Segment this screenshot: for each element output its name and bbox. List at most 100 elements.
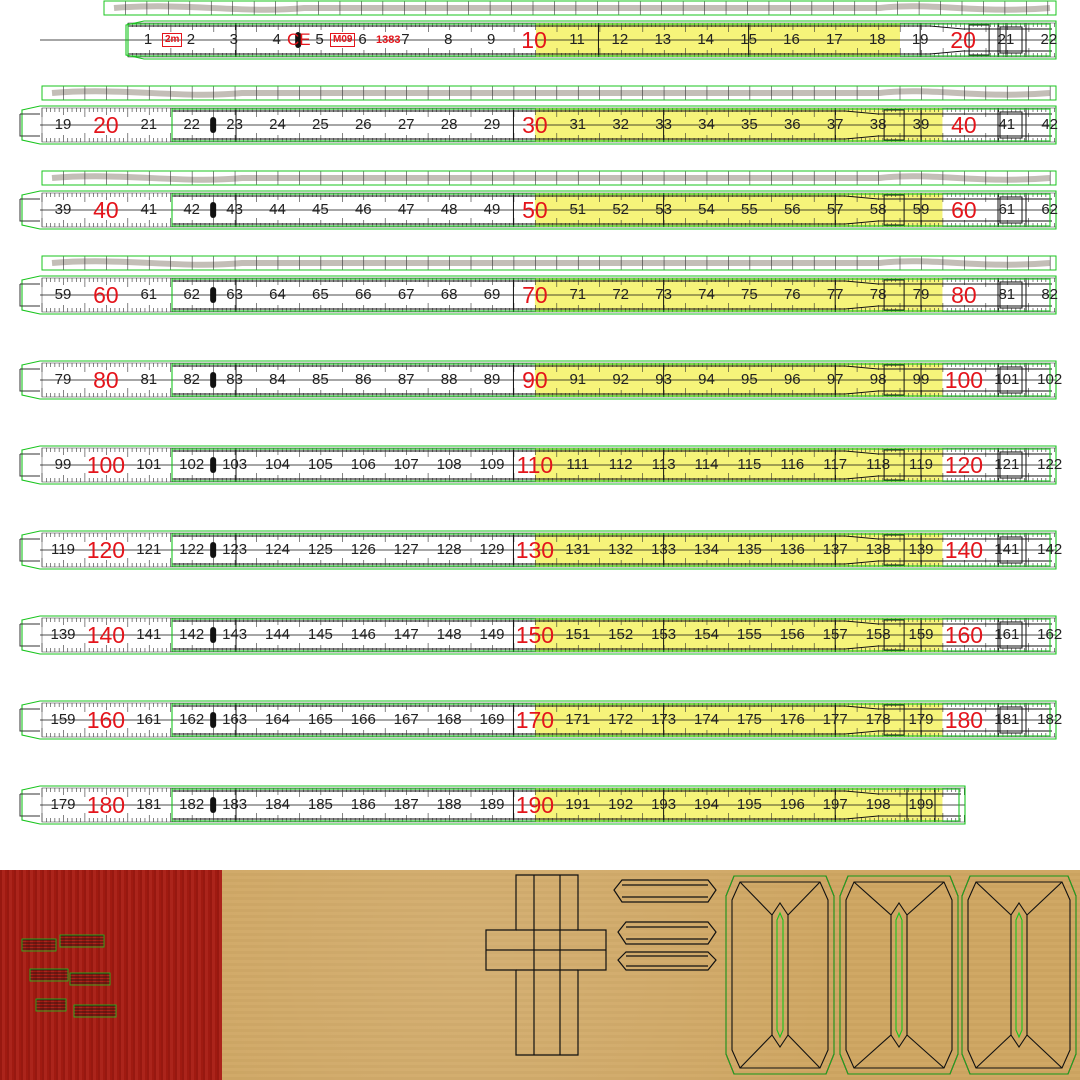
wireframe-lines — [40, 618, 1056, 652]
hinge-strip — [0, 85, 1080, 101]
ruler-number: 31 — [569, 116, 587, 133]
ruler-number: 59 — [912, 201, 930, 218]
ruler-number: 79 — [912, 286, 930, 303]
ruler-number: 138 — [865, 541, 891, 558]
ruler-number: 83 — [226, 371, 243, 388]
uv-outline — [21, 615, 1057, 655]
ruler-number: 183 — [222, 796, 248, 813]
ruler-number: 190 — [515, 792, 555, 818]
ruler-number: 49 — [483, 201, 501, 218]
uv-outline — [21, 700, 1057, 740]
ruler-number: 95 — [741, 371, 758, 388]
ruler-number: 81 — [998, 286, 1016, 303]
ruler-number: 22 — [1040, 31, 1058, 48]
ruler-number: 39 — [912, 116, 930, 133]
ruler-number: 17 — [826, 31, 843, 48]
ruler-number: 99 — [912, 371, 930, 388]
ruler-strip — [19, 530, 1057, 570]
ruler-number: 137 — [822, 541, 848, 558]
ruler-number: 108 — [436, 456, 462, 473]
rivet-mark — [210, 797, 217, 813]
ruler-number: 146 — [350, 626, 376, 643]
marking-mid: M09 — [330, 33, 356, 47]
rivet-mark — [210, 627, 217, 643]
ruler-number: 106 — [350, 456, 376, 473]
ruler-number: 71 — [569, 286, 587, 303]
ruler-number: 51 — [569, 201, 587, 218]
ruler-number: 176 — [779, 711, 805, 728]
ruler-number: 143 — [222, 626, 248, 643]
ruler-number: 184 — [264, 796, 291, 813]
ruler-number: 66 — [354, 286, 372, 303]
ruler-number: 46 — [354, 201, 372, 218]
ruler-strip — [19, 615, 1057, 655]
ruler-number: 110 — [516, 452, 554, 478]
ruler-number: 116 — [780, 456, 805, 473]
ruler-number: 160 — [944, 622, 984, 648]
ruler-number: 120 — [944, 452, 984, 478]
ruler-number: 15 — [740, 31, 757, 48]
ruler-number: 82 — [1041, 286, 1059, 303]
ruler-number: 182 — [179, 796, 205, 813]
ruler-number: 141 — [136, 626, 162, 643]
ruler-number: 122 — [1037, 456, 1063, 473]
ruler-number: 101 — [994, 371, 1020, 388]
ruler-number: 79 — [54, 371, 72, 388]
ruler-number: 142 — [1037, 541, 1063, 558]
ruler-number: 102 — [179, 456, 205, 473]
ruler-number: 142 — [179, 626, 205, 643]
ruler-number: 16 — [783, 31, 800, 48]
ruler-number: 20 — [950, 27, 976, 53]
ruler-number: 140 — [86, 622, 126, 648]
ruler-number: 188 — [436, 796, 462, 813]
ruler-number: 144 — [264, 626, 291, 643]
ruler-number: 13 — [654, 31, 672, 48]
uv-wireframe-islands — [21, 874, 1077, 1075]
ruler-number: 155 — [736, 626, 762, 643]
ruler-number: 100 — [944, 367, 984, 393]
ruler-number: 194 — [693, 796, 720, 813]
ruler-number: 151 — [565, 626, 591, 643]
ruler-number: 193 — [651, 796, 677, 813]
rivet-mark — [210, 202, 217, 218]
ruler-number: 84 — [269, 371, 286, 388]
ruler-number: 122 — [179, 541, 205, 558]
ruler-number: 6 — [358, 31, 367, 48]
ruler-number: 139 — [50, 626, 76, 643]
end-bracket — [19, 283, 40, 307]
ruler-number: 179 — [908, 711, 934, 728]
ruler-number: 87 — [397, 371, 415, 388]
ruler-number: 14 — [697, 31, 715, 48]
ruler-number: 97 — [826, 371, 844, 388]
rivet-mark — [210, 712, 217, 728]
ruler-number: 196 — [779, 796, 805, 813]
ruler-number: 55 — [741, 201, 758, 218]
ruler-number: 133 — [651, 541, 677, 558]
ruler-number: 62 — [1041, 201, 1059, 218]
ruler-number: 161 — [994, 626, 1020, 643]
ruler-number: 113 — [651, 456, 676, 473]
ruler-number: 67 — [397, 286, 415, 303]
ruler-number: 60 — [93, 282, 119, 308]
ruler-number: 168 — [436, 711, 462, 728]
ruler-number: 54 — [698, 201, 715, 218]
ruler-number: 127 — [393, 541, 419, 558]
ruler-strip — [19, 445, 1057, 485]
ruler-number: 74 — [698, 286, 715, 303]
ruler-number: 58 — [869, 201, 887, 218]
end-bracket — [19, 708, 40, 732]
ruler-number: 185 — [307, 796, 333, 813]
ruler-number: 37 — [826, 116, 844, 133]
ruler-number: 81 — [140, 371, 158, 388]
ruler-number: 162 — [179, 711, 205, 728]
ruler-number: 57 — [826, 201, 844, 218]
ruler-number: 25 — [312, 116, 329, 133]
ruler-number: 152 — [608, 626, 634, 643]
ruler-number: 104 — [264, 456, 291, 473]
ruler-number: 158 — [865, 626, 891, 643]
uv-outline — [21, 190, 1057, 230]
